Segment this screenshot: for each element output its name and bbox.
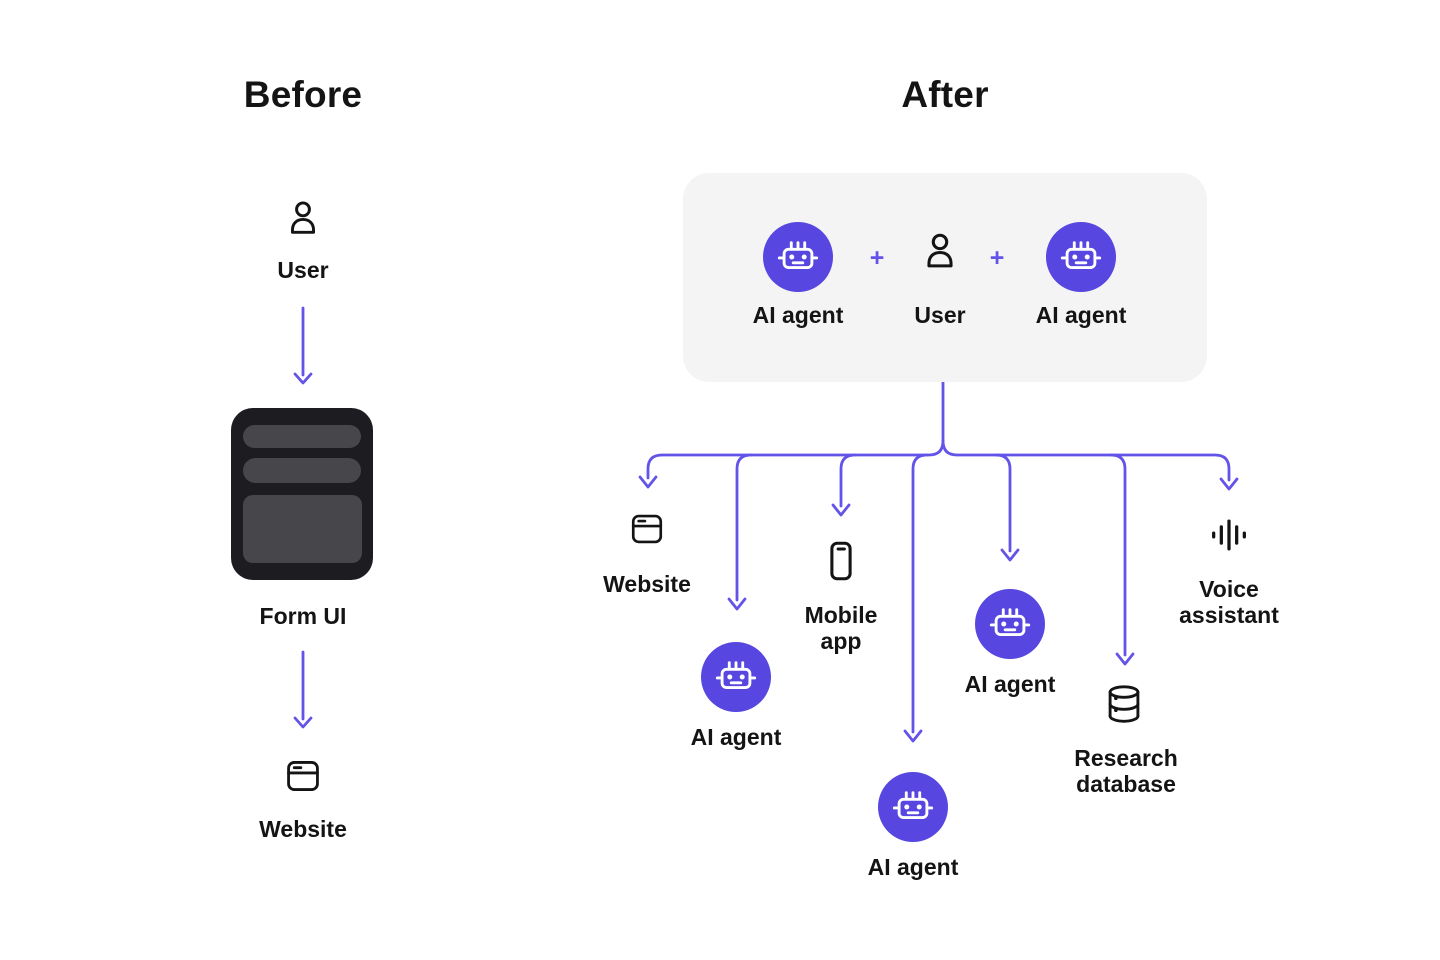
- before-form-ui-label: Form UI: [259, 603, 347, 629]
- after-branch-mobile-app: [831, 453, 857, 517]
- ai-agent-avatar: [975, 589, 1045, 659]
- before-user-label: User: [277, 257, 329, 283]
- target-voice-assistant-label: Voice assistant: [1179, 576, 1279, 628]
- user-icon: [917, 229, 963, 275]
- database-icon: [1101, 681, 1147, 727]
- browser-icon: [627, 509, 667, 549]
- target-research-database-label: Research database: [1074, 745, 1178, 797]
- after-branch-ai-agent-bottom: [903, 453, 929, 743]
- ai-agent-avatar: [878, 772, 948, 842]
- after-branch-research-database: [1109, 453, 1135, 666]
- after-branch-ai-agent-right: [994, 453, 1020, 562]
- voice-icon: [1206, 512, 1252, 558]
- after-branch-voice-assistant: [941, 439, 1239, 491]
- form-field-bar: [243, 425, 361, 448]
- robot-icon: [775, 234, 821, 280]
- before-arrow-form-to-website: [293, 650, 313, 729]
- after-title: After: [901, 74, 989, 115]
- target-ai-agent-label: AI agent: [690, 724, 782, 750]
- ai-agent-avatar: [701, 642, 771, 712]
- target-ai-agent-label: AI agent: [867, 854, 959, 880]
- after-branch-ai-agent-left: [727, 453, 753, 611]
- panel-ai-agent-label: AI agent: [1035, 302, 1127, 328]
- before-title: Before: [243, 74, 363, 115]
- browser-icon: [282, 755, 324, 797]
- target-website-label: Website: [603, 571, 691, 597]
- target-mobile-app-label: Mobile app: [804, 602, 878, 654]
- robot-icon: [890, 784, 936, 830]
- after-panel: [683, 173, 1207, 382]
- panel-ai-agent-label: AI agent: [752, 302, 844, 328]
- after-branch-website: [638, 439, 945, 489]
- before-website-label: Website: [259, 816, 347, 842]
- plus-sign: +: [869, 244, 885, 272]
- form-textarea-bar: [243, 495, 362, 563]
- before-arrow-user-to-form: [293, 306, 313, 385]
- form-field-bar: [243, 458, 361, 483]
- ai-agent-avatar: [763, 222, 833, 292]
- form-ui-graphic: [231, 408, 373, 580]
- target-ai-agent-label: AI agent: [964, 671, 1056, 697]
- phone-icon: [818, 538, 864, 584]
- panel-user-label: User: [914, 302, 966, 328]
- user-icon: [281, 197, 325, 241]
- robot-icon: [1058, 234, 1104, 280]
- plus-sign: +: [989, 244, 1005, 272]
- robot-icon: [713, 654, 759, 700]
- robot-icon: [987, 601, 1033, 647]
- ai-agent-avatar: [1046, 222, 1116, 292]
